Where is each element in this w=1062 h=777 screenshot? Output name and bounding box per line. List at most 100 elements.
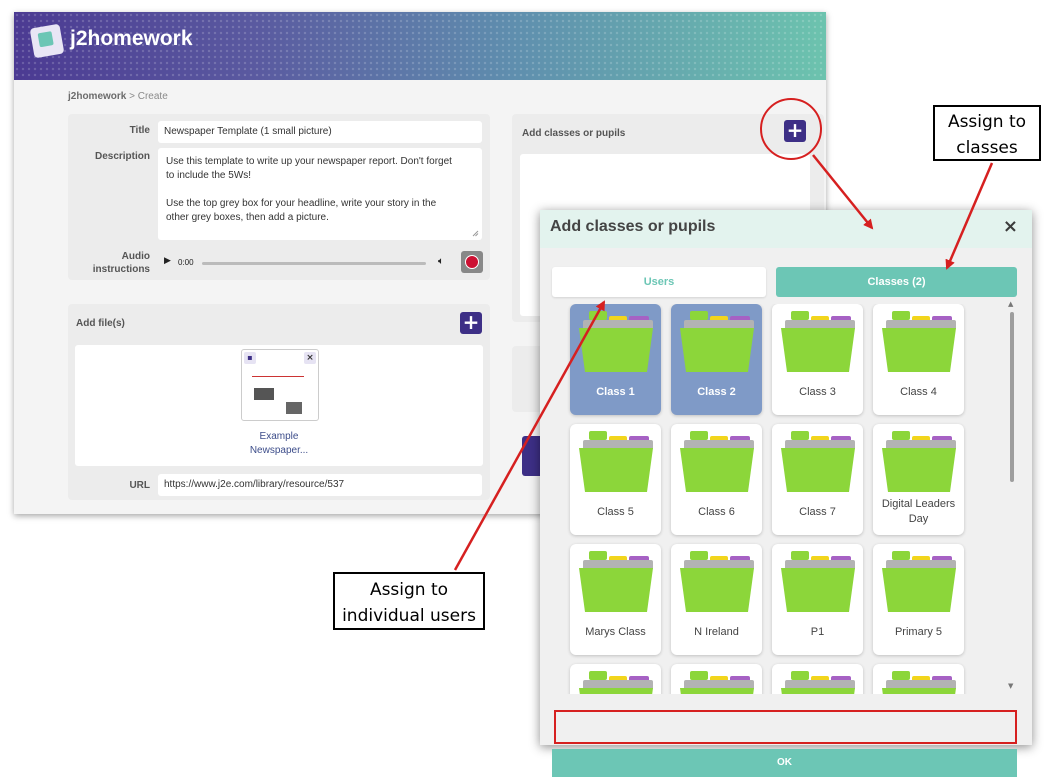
scrollbar[interactable]: ▲ ▼ [1007,300,1017,694]
app-header [14,12,826,80]
files-label: Add file(s) [76,318,125,329]
breadcrumb-current: > Create [129,91,168,102]
record-icon [465,255,479,269]
class-card[interactable] [671,664,762,694]
tab-users[interactable]: Users [552,267,766,297]
class-name: Primary 5 [894,625,943,638]
folder-icon [882,311,956,372]
folder-icon [781,311,855,372]
class-card[interactable]: Class 7 [772,424,863,535]
class-name: Class 6 [698,505,735,518]
class-card[interactable]: Class 1 [570,304,661,415]
folder-icon [680,551,754,612]
scroll-up-icon[interactable]: ▲ [1008,300,1014,308]
class-card[interactable]: Class 3 [772,304,863,415]
class-card[interactable]: Digital Leaders Day [873,424,964,535]
class-name: Marys Class [585,625,646,638]
file-name[interactable]: Example Newspaper... [225,430,333,458]
preview-image-icon [286,402,302,414]
newspaper-preview-icon [252,368,304,377]
class-card[interactable] [772,664,863,694]
add-classes-dialog: Add classes or pupils × Users Classes (2… [540,210,1032,777]
title-input[interactable]: Newspaper Template (1 small picture) [158,121,482,143]
class-name: N Ireland [694,625,739,638]
resize-handle-icon[interactable] [472,230,479,237]
callout-line: classes [956,138,1018,158]
class-card[interactable]: P1 [772,544,863,655]
ok-highlight-outline [554,710,1017,744]
class-card[interactable]: Marys Class [570,544,661,655]
plus-icon: + [462,310,480,334]
class-name: Class 3 [799,385,836,398]
tab-classes[interactable]: Classes (2) [776,267,1017,297]
description-textarea[interactable]: Use this template to write up your newsp… [158,148,482,240]
breadcrumb: j2homework > Create [68,91,168,102]
file-icon: ▪ [244,352,256,364]
folder-icon [882,431,956,492]
folder-icon [882,671,956,694]
record-button[interactable] [461,251,483,273]
class-name: Class 7 [799,505,836,518]
scroll-down-icon[interactable]: ▼ [1008,682,1014,690]
class-card[interactable]: Class 5 [570,424,661,535]
j2homework-logo-icon [29,23,65,59]
volume-icon[interactable]: 🔈︎ [438,256,444,267]
folder-icon [680,671,754,694]
files-panel: Add file(s) + ▪ × Example Newspaper... U… [68,304,490,500]
class-grid: Class 1 Class 2 Class 3 Class 4 Class 5 Class… [552,304,1006,694]
dialog-title: Add classes or pupils [550,218,716,235]
folder-icon [579,311,653,372]
class-card[interactable]: N Ireland [671,544,762,655]
app-logo-text: j2homework [70,27,193,50]
class-card[interactable]: Class 4 [873,304,964,415]
play-icon[interactable]: ▶ [164,256,171,266]
file-name-line: Newspaper... [249,445,309,456]
class-name: Class 5 [597,505,634,518]
folder-icon [579,551,653,612]
preview-image-icon [254,388,274,400]
audio-progress-bar[interactable] [202,262,426,265]
app-window: j2homework j2homework > Create Title New… [14,12,826,514]
scroll-thumb[interactable] [1010,312,1014,482]
remove-file-icon[interactable]: × [304,352,316,364]
callout-assign-users: Assign to individual users [333,572,485,630]
file-list: ▪ × Example Newspaper... [75,345,483,466]
url-label: URL [129,480,150,491]
add-file-button[interactable]: + [460,312,482,334]
title-label: Title [129,125,150,136]
audio-label: Audio instructions [68,250,150,276]
description-line: Use the top grey box for your headline, … [166,198,437,209]
class-card[interactable]: Primary 5 [873,544,964,655]
description-line: other grey boxes, then add a picture. [166,212,329,223]
details-panel: Title Newspaper Template (1 small pictur… [68,114,490,280]
audio-label-line: instructions [92,264,150,275]
callout-line: individual users [342,606,476,626]
file-thumbnail[interactable]: ▪ × [241,349,319,421]
arrow-to-classes-tab [945,162,994,270]
highlight-circle [760,98,822,160]
class-card[interactable]: Class 2 [671,304,762,415]
url-input[interactable]: https://www.j2e.com/library/resource/537 [158,474,482,496]
breadcrumb-home[interactable]: j2homework [68,91,127,102]
folder-icon [781,551,855,612]
folder-icon [882,551,956,612]
callout-line: Assign to [947,112,1027,132]
folder-icon [680,431,754,492]
add-classes-label: Add classes or pupils [522,128,626,139]
callout-assign-classes: Assign to classes [933,105,1041,161]
file-name-line: Example [259,431,299,442]
folder-icon [781,431,855,492]
description-line: Use this template to write up your newsp… [166,156,452,167]
class-card[interactable] [873,664,964,694]
class-name: P1 [810,625,825,638]
audio-player[interactable]: ▶ 0:00 🔈︎ [164,254,464,274]
class-name: Digital Leaders Day [881,498,956,525]
class-card[interactable]: Class 6 [671,424,762,535]
folder-icon [680,311,754,372]
close-icon[interactable]: × [1002,216,1018,237]
class-name: Class 1 [596,385,635,398]
arrow-to-dialog [812,154,874,230]
class-card[interactable] [570,664,661,694]
